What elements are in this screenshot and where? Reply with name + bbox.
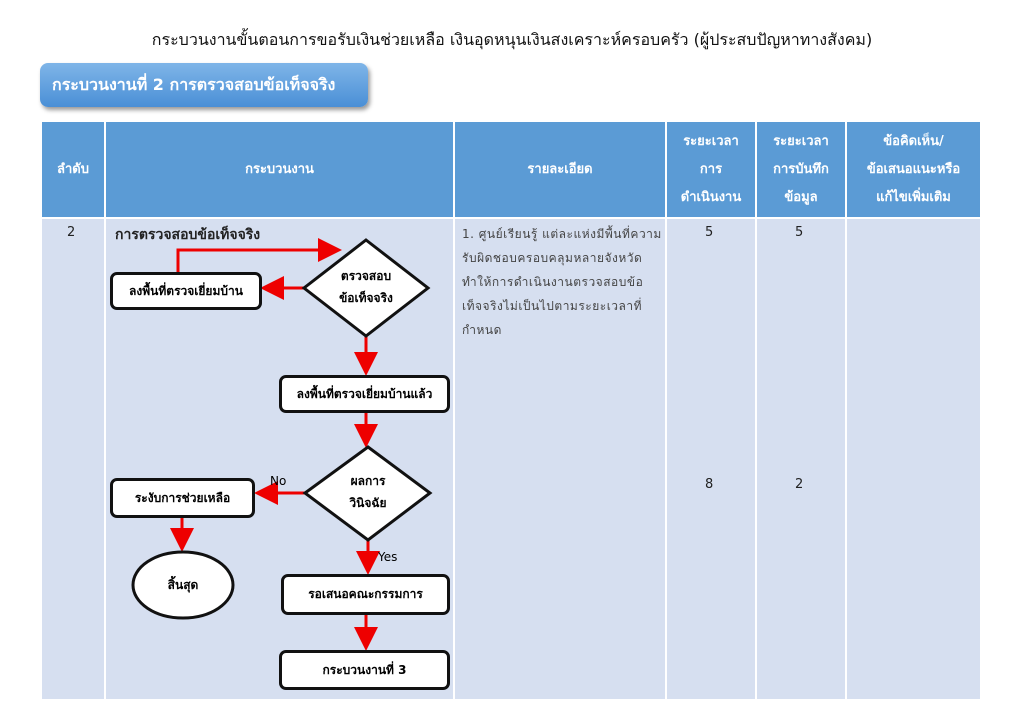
row-order: 2 <box>67 225 76 240</box>
end-label: สิ้นสุด <box>167 578 199 592</box>
visit-home-box: ลงพื้นที่ตรวจเยี่ยมบ้าน <box>110 272 262 310</box>
document-title: กระบวนงานขั้นตอนการขอรับเงินช่วยเหลือ เง… <box>151 30 873 49</box>
detail-text: 1. ศูนย์เรียนรู้ แต่ละแห่งมีพื้นที่ความร… <box>462 227 662 337</box>
no-label: No <box>270 474 287 488</box>
header-process: กระบวนงาน <box>104 120 455 219</box>
yes-label: Yes <box>378 550 398 564</box>
process-title: การตรวจสอบข้อเท็จจริง <box>115 227 261 243</box>
comments-cell <box>845 217 982 701</box>
suspend-box: ระงับการช่วยเหลือ <box>110 478 255 518</box>
header-comments: ข้อคิดเห็น/ ข้อเสนอแนะหรือ แก้ไขเพิ่มเติ… <box>845 120 982 219</box>
result-diamond <box>302 445 433 542</box>
header-detail: รายละเอียด <box>453 120 667 219</box>
verify-diamond <box>301 238 431 338</box>
arrow-loop <box>176 238 342 272</box>
record-1: 5 <box>795 225 804 240</box>
section-banner: กระบวนงานที่ 2 การตรวจสอบข้อเท็จจริง <box>40 63 368 107</box>
visited-box: ลงพื้นที่ตรวจเยี่ยมบ้านแล้ว <box>279 375 450 413</box>
verify-label: ตรวจสอบ ข้อเท็จจริง <box>339 269 393 305</box>
header-duration: ระยะเวลา การ ดำเนินงาน <box>665 120 757 219</box>
committee-box: รอเสนอคณะกรรมการ <box>281 574 450 615</box>
end-terminal <box>131 550 235 620</box>
header-order: ลำดับ <box>40 120 106 219</box>
record-2: 2 <box>795 477 804 492</box>
duration-2: 8 <box>705 477 714 492</box>
next-process-box: กระบวนงานที่ 3 <box>279 650 450 690</box>
duration-1: 5 <box>705 225 714 240</box>
header-record: ระยะเวลา การบันทึก ข้อมูล <box>755 120 847 219</box>
result-label: ผลการ วินิจฉัย <box>349 474 387 510</box>
